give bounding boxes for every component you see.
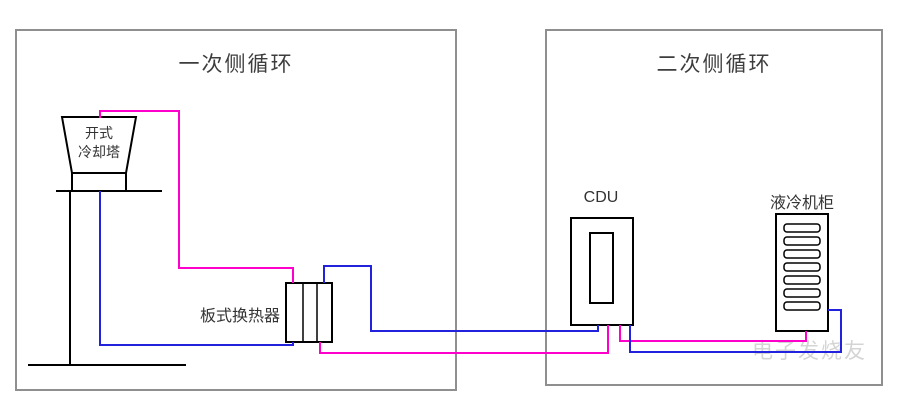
cooling-tower: [28, 116, 186, 366]
cabinet-slot: [783, 236, 821, 246]
cdu-unit: [570, 217, 634, 326]
hot-pipe-tertiary: [619, 325, 807, 342]
cold-pipe-secondary: [323, 265, 599, 332]
cabinet-slot: [783, 288, 821, 298]
secondary-loop-box: [545, 29, 883, 386]
cabinet-slot: [783, 249, 821, 259]
cabinet-label: 液冷机柜: [769, 195, 834, 212]
cooling-cabinet: [775, 213, 829, 332]
cdu-inner-module: [589, 232, 614, 304]
cold-pipe-primary: [99, 191, 294, 346]
cold-pipe-tertiary: [629, 309, 842, 353]
cooling-tower-label: 开式 冷却塔: [62, 124, 136, 162]
primary-loop-title: 一次侧循环: [178, 53, 294, 76]
cabinet-body: [775, 213, 829, 332]
secondary-loop-title: 二次侧循环: [656, 53, 772, 76]
hot-pipe-secondary: [319, 325, 609, 354]
cabinet-slot: [783, 223, 821, 233]
primary-loop-box: [15, 29, 457, 391]
cooling-tower-label-line1: 开式: [85, 125, 113, 141]
hot-pipe-primary: [99, 110, 294, 283]
cabinet-slot: [783, 262, 821, 272]
heat-exchanger-label: 板式换热器: [199, 308, 280, 325]
cabinet-slot: [783, 275, 821, 285]
cdu-label: CDU: [583, 189, 619, 206]
heat-exchanger-body: [285, 282, 333, 343]
cooling-tower-label-line2: 冷却塔: [78, 144, 120, 160]
cabinet-slot: [783, 301, 821, 311]
plate-heat-exchanger: [285, 282, 333, 343]
